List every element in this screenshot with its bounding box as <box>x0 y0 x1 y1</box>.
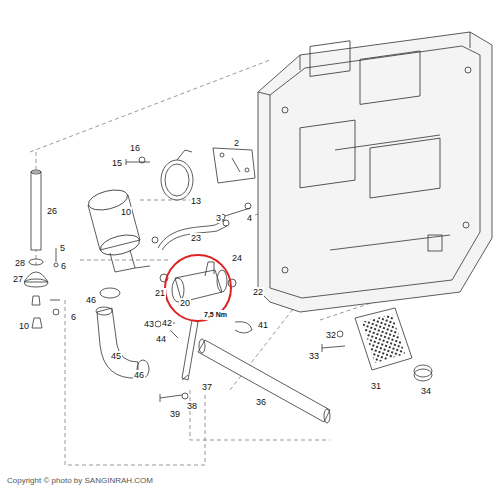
callout-number: 38 <box>186 401 198 411</box>
callout-number: 27 <box>12 274 24 284</box>
callout-number: 42 <box>161 318 173 328</box>
callout-number: 24 <box>231 253 243 263</box>
callout-number: 3 <box>215 213 222 223</box>
callout-number: 28 <box>14 258 26 268</box>
callout-number: 36 <box>255 397 267 407</box>
callout-number: 33 <box>308 351 320 361</box>
copyright-watermark: Copyright © photo by SANGINRAH.COM <box>6 476 154 486</box>
callout-number: 26 <box>46 206 58 216</box>
callout-number: 2 <box>233 138 240 148</box>
callout-number: 21 <box>154 288 166 298</box>
callout-number: 4 <box>246 213 253 223</box>
callout-number: 44 <box>155 334 167 344</box>
callout-number: 41 <box>257 320 269 330</box>
callout-number: 46 <box>85 295 97 305</box>
callout-number: 46 <box>133 370 145 380</box>
callout-number: 20 <box>179 298 191 308</box>
callout-number: 45 <box>110 351 122 361</box>
callout-number: 32 <box>325 330 337 340</box>
callout-number: 13 <box>190 196 202 206</box>
callout-number: 16 <box>129 143 141 153</box>
callout-number: 31 <box>370 381 382 391</box>
callout-number: 10 <box>120 207 132 217</box>
callout-number: 6 <box>70 312 77 322</box>
callout-number: 39 <box>169 409 181 419</box>
callout-number: 43 <box>143 319 155 329</box>
callout-number: 5 <box>59 243 66 253</box>
callout-number: 34 <box>420 386 432 396</box>
callout-number: 15 <box>111 158 123 168</box>
callout-number: 22 <box>252 287 264 297</box>
callout-number: 37 <box>201 382 213 392</box>
callout-number: 10 <box>18 321 30 331</box>
torque-value: 7,5 Nm <box>203 310 228 320</box>
callout-number: 6 <box>60 261 67 271</box>
callout-number: 23 <box>190 233 202 243</box>
